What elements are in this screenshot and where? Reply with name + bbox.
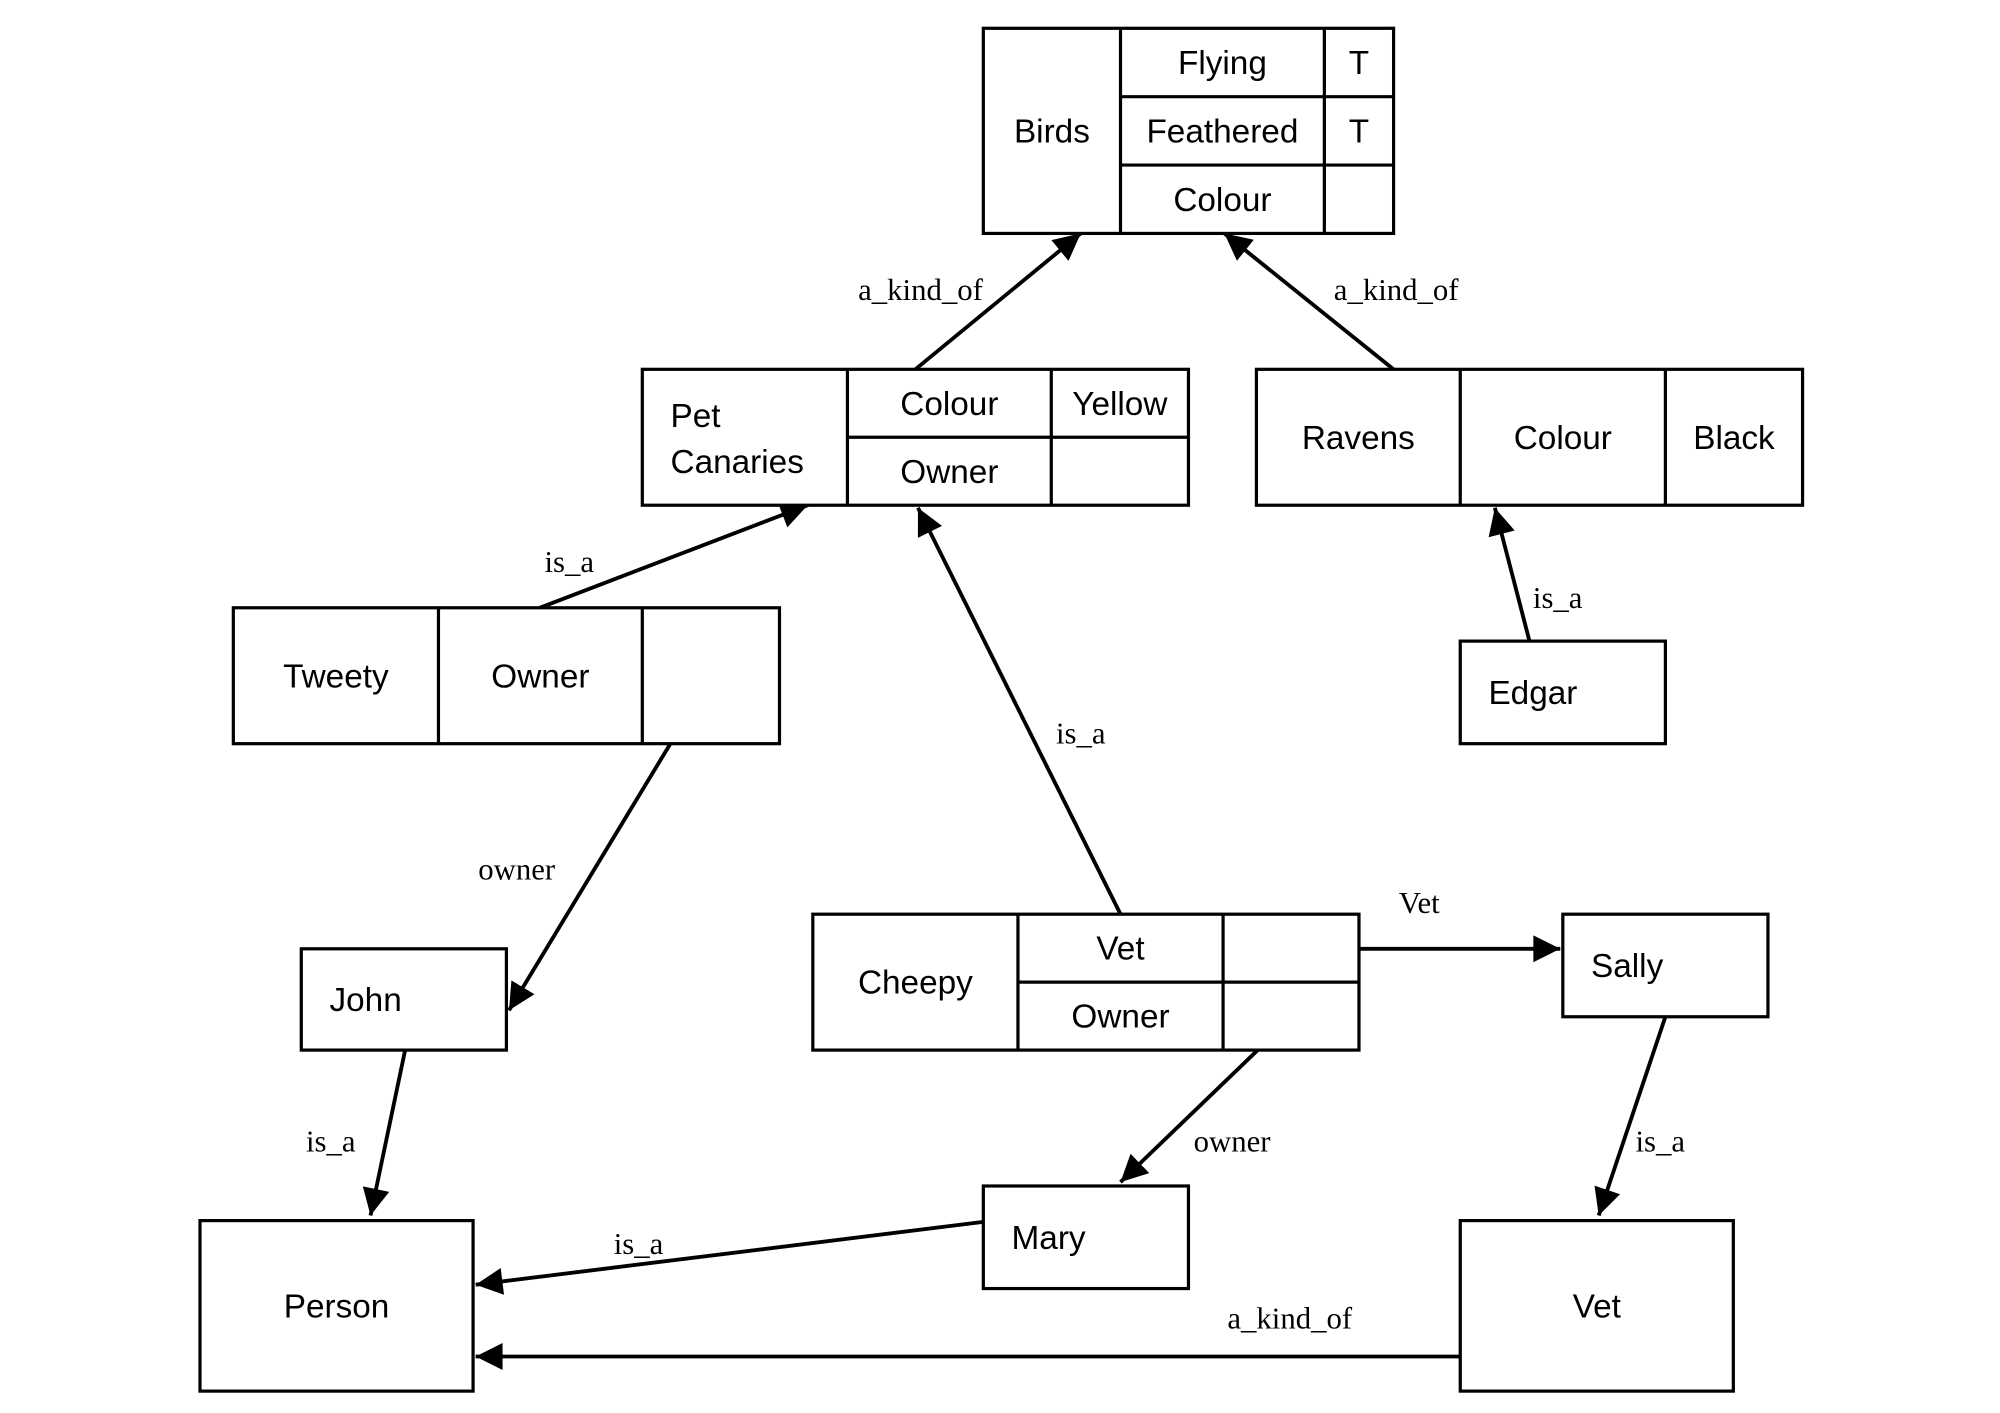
edge-is-a: is_a	[916, 506, 1123, 916]
slot-vet[interactable]: Vet	[1096, 931, 1145, 968]
edge-label: owner	[478, 853, 555, 887]
slot-name: Colour	[1173, 182, 1271, 219]
arrow	[1594, 1016, 1668, 1217]
edge-label: is_a	[614, 1227, 664, 1261]
edge-a-kind-of: a_kind_of	[858, 231, 1082, 371]
slot-name: Owner	[900, 454, 998, 491]
frame-sally[interactable]: Sally	[1561, 912, 1770, 1019]
edge-a-kind-of: a_kind_of	[1223, 231, 1459, 371]
frame-edgar[interactable]: Edgar	[1458, 639, 1667, 746]
frame-name: Mary	[1012, 1220, 1086, 1257]
edge-label: a_kind_of	[858, 273, 983, 307]
slot-name: Colour	[900, 386, 998, 423]
frame-john[interactable]: John	[299, 947, 509, 1052]
slot-feathered[interactable]: Feathered T	[1146, 113, 1369, 150]
slot-owner[interactable]: Owner	[900, 454, 998, 491]
frame-border	[1254, 367, 1805, 507]
arrow	[362, 1049, 408, 1216]
frame-person[interactable]: Person	[198, 1219, 475, 1393]
frame-border	[981, 1184, 1191, 1291]
slot-value: Black	[1693, 420, 1775, 457]
frame-border	[1458, 1219, 1735, 1393]
slot-name: Owner	[491, 658, 589, 695]
slot-owner[interactable]: Owner	[1071, 999, 1169, 1036]
edge-label: is_a	[1635, 1124, 1685, 1158]
frame-name: Cheepy	[858, 965, 973, 1002]
slot-value: Yellow	[1072, 386, 1168, 423]
frame-name: Ravens	[1302, 420, 1415, 457]
edge-is-a: is_a	[475, 1219, 984, 1295]
frame-name: Canaries	[671, 444, 804, 481]
arrow	[1223, 231, 1395, 371]
arrow	[916, 506, 1123, 916]
edge-label: Vet	[1399, 886, 1440, 920]
frame-name: Vet	[1573, 1288, 1622, 1325]
edge-a-kind-of: a_kind_of	[475, 1301, 1461, 1370]
edge-label: owner	[1194, 1124, 1271, 1158]
frame-ravens[interactable]: Ravens Colour Black	[1254, 367, 1805, 507]
edge-label: is_a	[306, 1124, 356, 1158]
frame-name: Pet	[671, 398, 722, 435]
arrow	[539, 502, 809, 610]
frame-border	[1458, 639, 1667, 746]
edge-label: a_kind_of	[1227, 1301, 1352, 1335]
slot-owner[interactable]: Owner	[491, 658, 589, 695]
slot-name: Flying	[1178, 45, 1267, 82]
frame-border	[198, 1219, 475, 1393]
slot-name: Feathered	[1146, 113, 1298, 150]
edge-is-a: is_a	[1594, 1016, 1685, 1217]
arrow	[475, 1219, 984, 1295]
frame-border	[231, 606, 782, 746]
slot-name: Vet	[1096, 931, 1145, 968]
frame-name: John	[329, 982, 401, 1019]
frame-name: Tweety	[283, 658, 389, 695]
slot-value: T	[1349, 113, 1369, 150]
frame-name: Birds	[1014, 113, 1090, 150]
frame-name: Edgar	[1488, 675, 1577, 712]
edge-is-a: is_a	[306, 1049, 408, 1216]
arrow	[1488, 507, 1532, 642]
slot-value: T	[1349, 45, 1369, 82]
frame-border	[299, 947, 509, 1052]
slot-flying[interactable]: Flying T	[1178, 45, 1369, 82]
frame-name: Sally	[1591, 948, 1664, 985]
slot-colour[interactable]: Colour Black	[1514, 420, 1775, 457]
edge-label: is_a	[1533, 581, 1583, 615]
frame-mary[interactable]: Mary	[981, 1184, 1191, 1291]
slot-colour[interactable]: Colour Yellow	[900, 386, 1168, 423]
edge-is-a: is_a	[539, 502, 809, 610]
frame-tweety[interactable]: Tweety Owner	[231, 606, 782, 746]
edge-label: a_kind_of	[1334, 273, 1459, 307]
edge-label: is_a	[544, 545, 594, 579]
edge-is-a: is_a	[1488, 507, 1583, 642]
frame-name: Person	[284, 1288, 390, 1325]
frame-border	[1561, 912, 1770, 1019]
slot-name: Colour	[1514, 420, 1612, 457]
frame-vet[interactable]: Vet	[1458, 1219, 1735, 1393]
arrow	[914, 231, 1082, 371]
edge-label: is_a	[1056, 717, 1106, 751]
slot-name: Owner	[1071, 999, 1169, 1036]
slot-colour[interactable]: Colour	[1173, 182, 1271, 219]
